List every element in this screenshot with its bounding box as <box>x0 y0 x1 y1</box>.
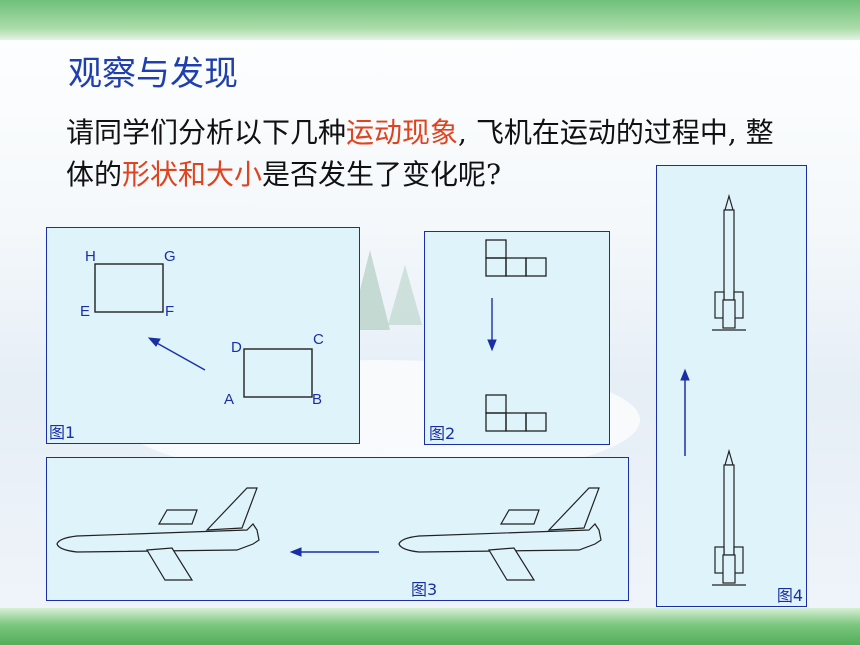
figure-3-caption: 图3 <box>411 580 438 599</box>
l-shape-bottom <box>485 394 547 432</box>
slide-title: 观察与发现 <box>68 54 238 94</box>
arrow-up-left-icon <box>147 337 206 371</box>
rocket-bottom <box>712 448 746 586</box>
rect-efgh <box>94 263 164 313</box>
figure-2-panel: 图2 <box>424 231 610 445</box>
highlight-motion: 运动现象 <box>346 116 459 149</box>
airplane-left <box>56 487 260 581</box>
top-decorative-band <box>0 0 860 40</box>
l-shape-drawing <box>485 239 547 432</box>
rect-abcd <box>243 348 313 398</box>
rocket-top <box>712 193 746 331</box>
arrow-left-icon <box>289 547 379 557</box>
figure-1-panel: H G E F D C A B 图1 <box>46 227 360 444</box>
label-a: A <box>224 391 235 408</box>
label-f: F <box>165 303 175 320</box>
figure-4-panel: 图4 <box>656 165 807 607</box>
label-d: D <box>231 339 242 356</box>
airplane-right <box>398 487 602 581</box>
l-shape-top <box>485 239 547 277</box>
airplane-drawing <box>56 487 602 581</box>
figure-3-panel: 图3 <box>46 457 629 601</box>
arrow-down-icon <box>487 298 497 352</box>
intro-part3: 是否发生了变化呢? <box>262 158 502 191</box>
label-g: G <box>164 248 176 265</box>
label-e: E <box>80 303 91 320</box>
figure-1-caption: 图1 <box>49 423 76 442</box>
label-b: B <box>312 391 323 408</box>
figure-4-caption: 图4 <box>776 586 803 605</box>
intro-text: 请同学们分析以下几种运动现象, 飞机在运动的过程中, 整体的形状和大小是否发生了… <box>66 112 796 196</box>
highlight-shape-size: 形状和大小 <box>122 158 263 191</box>
intro-part2: , 飞机在运动的过程中, 整体的 <box>66 116 774 191</box>
bottom-decorative-band <box>0 608 860 645</box>
rectangles-drawing <box>94 263 313 398</box>
arrow-up-icon <box>680 368 690 456</box>
figure-2-caption: 图2 <box>429 424 456 443</box>
rocket-drawing <box>680 193 746 586</box>
label-h: H <box>85 248 96 265</box>
intro-part1: 请同学们分析以下几种 <box>66 116 347 149</box>
label-c: C <box>313 331 324 348</box>
